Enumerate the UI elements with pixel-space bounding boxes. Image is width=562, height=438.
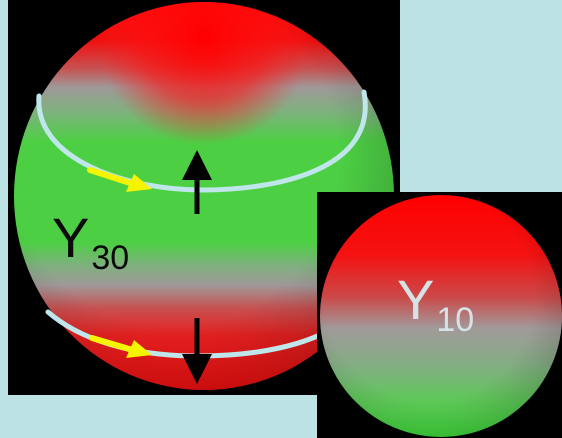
y30-label: Y30 xyxy=(52,210,129,266)
y10-symbol: Y xyxy=(397,268,434,331)
y10-panel: Y10 xyxy=(317,192,562,438)
y10-subscript: 10 xyxy=(436,301,474,339)
y10-label: Y10 xyxy=(397,272,474,328)
y30-subscript: 30 xyxy=(91,239,129,277)
y30-symbol: Y xyxy=(52,206,89,269)
